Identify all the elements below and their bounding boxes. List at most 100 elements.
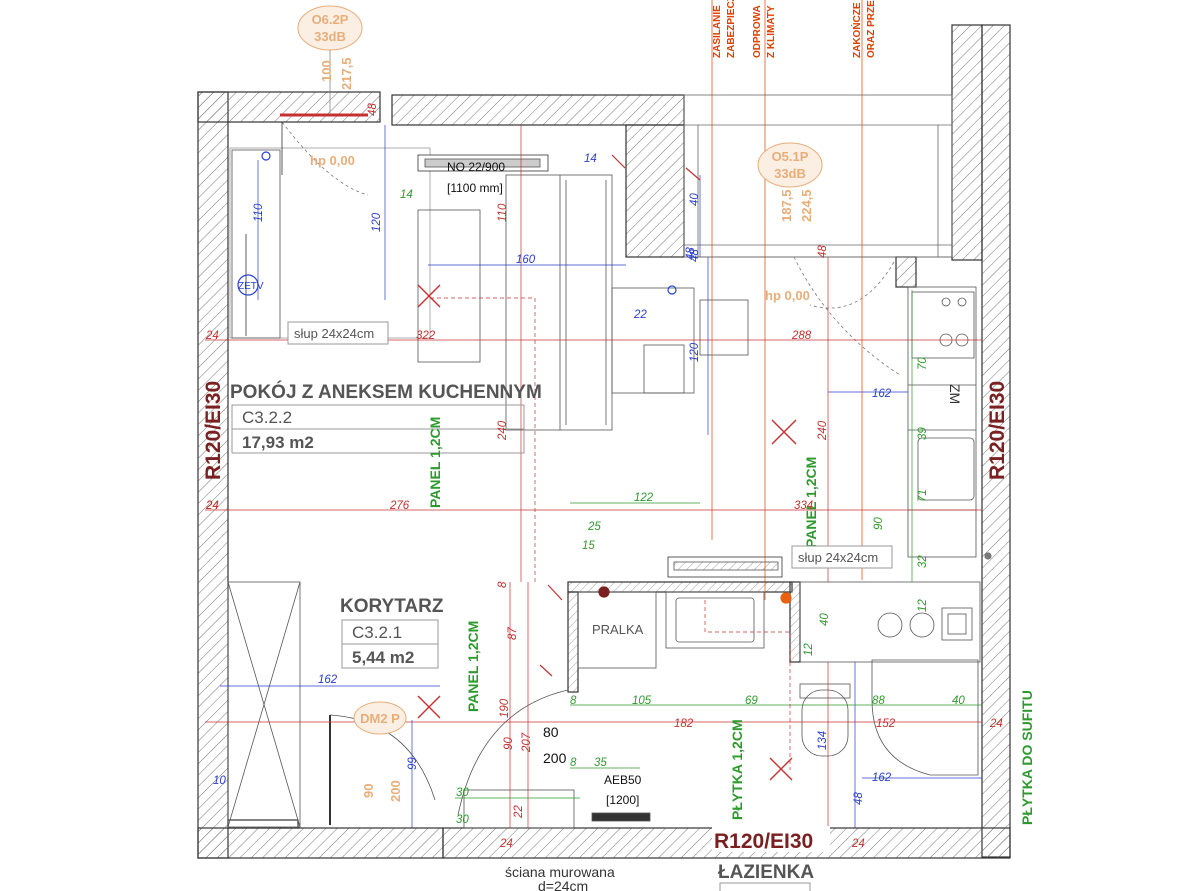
dimension-label: 71 <box>917 489 929 502</box>
dimension-label: 40 <box>952 695 965 707</box>
dimension-labels-red: 24 322 288 24 276 334 240 240 110 190 87 8 90 207 22 24… <box>205 103 1003 850</box>
dimension-label: 48 <box>689 249 701 262</box>
dimension-label: 120 <box>689 342 701 362</box>
room-name: POKÓJ Z ANEKSEM KUCHENNYM <box>230 381 542 403</box>
room-area: 5,44 m2 <box>352 648 414 667</box>
dimension-lines <box>205 0 982 828</box>
dimension-label: 88 <box>872 695 885 707</box>
window-height-2: 224,5 <box>799 189 814 222</box>
note-protection: ZABEZPIECZ <box>726 0 737 58</box>
dimension-label: 14 <box>584 153 597 165</box>
dimension-label: 162 <box>318 674 338 686</box>
heater-size: [1200] <box>606 793 639 807</box>
dimension-label: 240 <box>817 420 829 441</box>
fire-rating-right: R120/EI30 <box>986 381 1009 480</box>
window-code: O6.2P <box>312 12 349 27</box>
dimension-label: 110 <box>253 203 265 222</box>
column-label: słup 24x24cm <box>294 326 374 341</box>
heater-code: AEB50 <box>604 773 642 787</box>
dimension-label: 40 <box>689 193 701 206</box>
dimension-label: 48 <box>685 247 697 260</box>
room-code: C3.2.2 <box>242 408 292 427</box>
radiator-size: [1100 mm] <box>447 181 503 195</box>
dimension-label: 152 <box>876 718 896 730</box>
dimension-label: 87 <box>507 627 519 640</box>
window-tag-2: O5.1P 33dB 187,5 224,5 <box>757 142 823 222</box>
dimension-label: 105 <box>632 695 652 707</box>
dimension-label: 30 <box>456 814 469 826</box>
dimension-label: 134 <box>817 731 829 750</box>
balcony <box>683 94 953 258</box>
room-corridor: KORYTARZ C3.2.1 5,44 m2 <box>340 596 444 669</box>
bath-door-height: 200 <box>543 750 567 766</box>
window-height-1: 187,5 <box>779 189 794 222</box>
window-code: O5.1P <box>772 149 809 164</box>
dimension-label: 8 <box>497 581 509 588</box>
dimension-label: 39 <box>917 427 929 440</box>
dimension-label: 48 <box>817 245 829 258</box>
note-power: ZASILANIE <box>712 5 723 58</box>
dimension-label: 190 <box>499 698 511 718</box>
fire-rating-bottom: R120/EI30 <box>714 830 813 853</box>
furniture <box>227 121 981 829</box>
dimension-label: 162 <box>872 772 892 784</box>
column-label: słup 24x24cm <box>798 550 878 565</box>
dimension-label: 30 <box>456 787 469 799</box>
room-name: ŁAZIENKA <box>718 862 814 883</box>
door-code: DM2 P <box>360 711 400 726</box>
note-ac: Z KLIMATY <box>766 5 777 58</box>
dimension-label: 276 <box>389 500 410 512</box>
dimension-label: 22 <box>633 309 647 321</box>
dimension-label: 162 <box>872 388 892 400</box>
window-db: 33dB <box>774 166 806 181</box>
wall-note-thickness: d=24cm <box>538 878 588 891</box>
dimension-label: 160 <box>516 254 536 266</box>
dimension-label: 322 <box>416 330 436 342</box>
door-width: 90 <box>361 784 376 798</box>
radiator-code: NO 22/900 <box>447 160 505 174</box>
bath-door-width: 80 <box>543 724 559 740</box>
room-living: POKÓJ Z ANEKSEM KUCHENNYM C3.2.2 17,93 m… <box>230 381 542 454</box>
wall-note: ściana murowana <box>505 864 615 880</box>
dimension-label: 70 <box>917 357 929 370</box>
window-height-2: 217,5 <box>339 57 354 90</box>
dimension-label: 120 <box>371 212 383 232</box>
dimension-label: 40 <box>819 613 831 626</box>
dimension-label: 24 <box>205 500 219 512</box>
dimension-label: 207 <box>521 732 533 753</box>
dimension-label: 69 <box>745 695 758 707</box>
window-tag-1: O6.2P 33dB 100 217,5 <box>297 5 363 115</box>
dimension-label: 14 <box>400 189 413 201</box>
zm-label: ZM <box>947 384 963 404</box>
dimension-label: 334 <box>794 500 813 512</box>
dimension-label: 99 <box>407 757 419 770</box>
dimension-label: 182 <box>674 718 694 730</box>
room-name: KORYTARZ <box>340 596 444 617</box>
dimension-label: 12 <box>803 643 815 656</box>
room-bathroom: ŁAZIENKA <box>718 862 814 891</box>
dimension-label: 22 <box>513 805 525 819</box>
dimension-label: 24 <box>205 500 219 512</box>
dimension-label: 12 <box>917 599 929 612</box>
dimension-label: 240 <box>497 420 509 441</box>
dimension-label: 24 <box>499 838 513 850</box>
dimension-label: 90 <box>873 517 885 530</box>
note-end: ZAKOŃCZE <box>850 2 863 58</box>
dimension-label: 48 <box>367 103 379 116</box>
dimension-label: 24 <box>205 330 219 342</box>
window-db: 33dB <box>314 29 346 44</box>
dimension-label: 24 <box>989 718 1003 730</box>
level-mark: hp 0,00 <box>310 153 355 168</box>
dimension-label: 35 <box>594 757 607 769</box>
dimension-label: 288 <box>791 330 812 342</box>
dimension-label: 8 <box>570 695 577 707</box>
tile-wall-label: PŁYTKA DO SUFITU <box>1019 690 1035 825</box>
window-height-1: 100 <box>319 60 334 82</box>
walls <box>197 24 1011 859</box>
panel-label: PANEL 1,2CM <box>803 457 819 548</box>
dimension-label: 25 <box>587 521 601 533</box>
room-area: 17,93 m2 <box>242 433 314 452</box>
